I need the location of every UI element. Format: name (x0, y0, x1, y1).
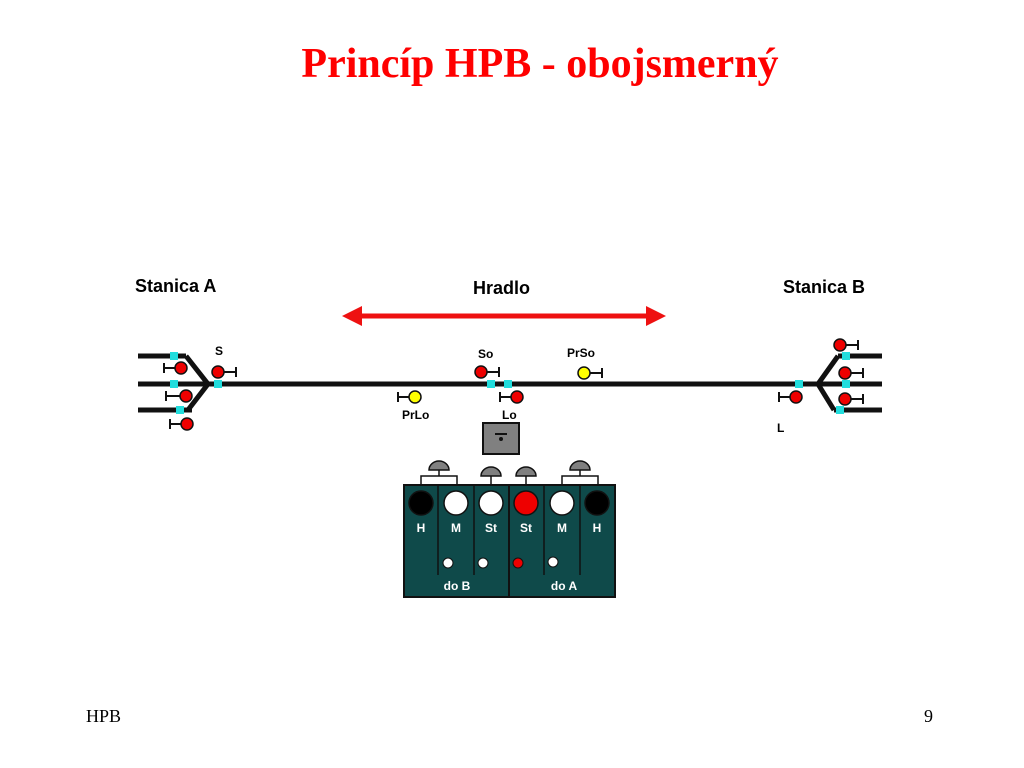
hradlo-label: Hradlo (473, 278, 530, 298)
signal-so-label: So (478, 347, 493, 361)
page-number: 9 (924, 706, 933, 726)
lamp-m-left (443, 490, 469, 516)
panel-lamps (408, 490, 610, 516)
button-icon (420, 460, 458, 484)
lamp-label: H (593, 521, 602, 535)
lamp-h-right (584, 490, 610, 516)
signal-prso: PrSo (567, 346, 603, 380)
signal-prlo-label: PrLo (402, 408, 429, 422)
signal-s-label: S (215, 344, 223, 358)
block-panel: H M St St M H do B do A (403, 484, 616, 598)
signal-lo: Lo (499, 390, 524, 422)
station-a-label: Stanica A (135, 276, 216, 296)
signal-prso-label: PrSo (567, 346, 595, 360)
panel-group-left-label: do B (444, 579, 471, 593)
bidirectional-arrow (342, 306, 666, 326)
relay-box (482, 422, 520, 455)
lamp-label: St (520, 521, 532, 535)
signal-prlo: PrLo (397, 390, 429, 422)
panel-lamp-labels: H M St St M H (417, 521, 602, 535)
signal-l-label: L (777, 421, 784, 435)
page-title: Princíp HPB - obojsmerný (301, 41, 779, 87)
lamp-st-right (513, 490, 539, 516)
station-b-signals (833, 338, 864, 406)
station-b-label: Stanica B (783, 277, 865, 297)
lamp-label: M (451, 521, 461, 535)
lamp-m-right (549, 490, 575, 516)
hradlo-insulation (487, 380, 512, 388)
lamp-st-left (478, 490, 504, 516)
panel-indicators (442, 556, 559, 569)
signal-so: So (474, 347, 500, 379)
lamp-h-left (408, 490, 434, 516)
station-a-insulation (170, 352, 222, 414)
signal-l: L (777, 390, 803, 435)
lamp-label: M (557, 521, 567, 535)
panel-buttons (420, 460, 599, 484)
lamp-label: H (417, 521, 426, 535)
button-icon (515, 466, 537, 484)
signal-s: S (211, 344, 237, 379)
lamp-label: St (485, 521, 497, 535)
footer-left-text: HPB (86, 706, 122, 726)
station-a-signals (163, 361, 194, 431)
panel-group-right-label: do A (551, 579, 578, 593)
station-b-insulation (795, 352, 850, 414)
button-icon (561, 460, 599, 484)
button-icon (480, 466, 502, 484)
signal-lo-label: Lo (502, 408, 517, 422)
